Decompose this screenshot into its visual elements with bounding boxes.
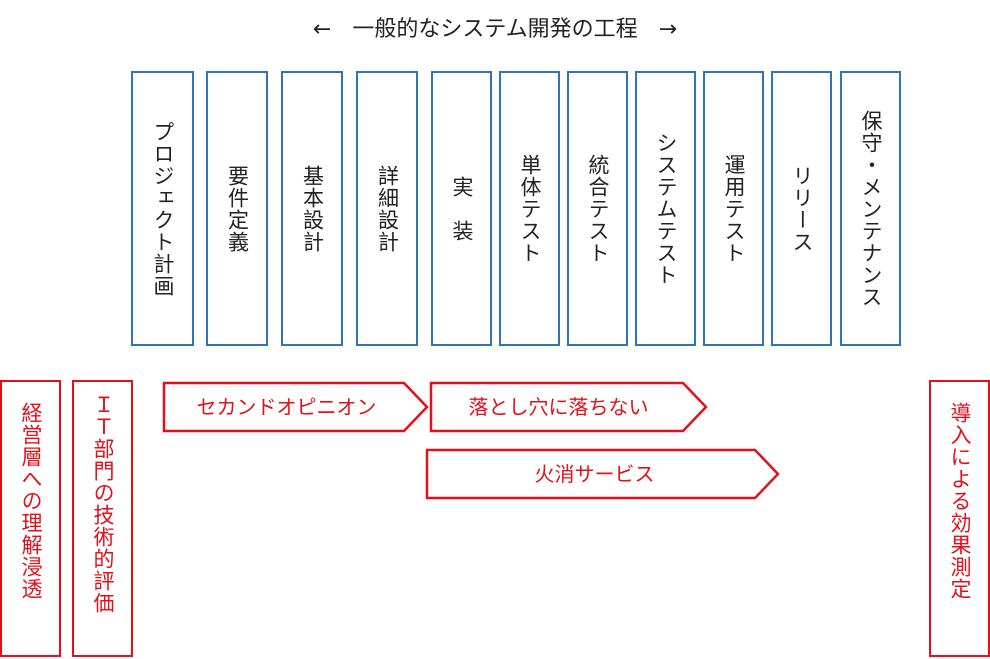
second-opinion-label: セカンドオピニオン — [196, 395, 377, 419]
firefighting-arrow — [425, 448, 780, 500]
phase-basic-design: 基本設計 — [281, 71, 343, 346]
diagram-title: ← 一般的なシステム開発の工程 → — [0, 14, 990, 46]
title-text: 一般的なシステム開発の工程 — [352, 17, 638, 42]
right-arrow-icon: → — [658, 17, 678, 42]
phase-label: 単体テスト — [518, 153, 542, 264]
phase-label: 運用テスト — [722, 153, 746, 264]
service-label: 経営層への理解浸透 — [19, 402, 43, 600]
phase-operation-test: 運用テスト — [703, 71, 764, 346]
phase-label: システムテスト — [654, 131, 678, 286]
phase-system-test: システムテスト — [635, 71, 696, 346]
left-arrow-icon: ← — [312, 17, 332, 42]
phase-maintenance: 保守・メンテナンス — [840, 71, 901, 346]
phase-label: 基本設計 — [300, 164, 325, 253]
phase-unit-test: 単体テスト — [499, 71, 560, 346]
pitfall-label: 落とし穴に落ちない — [468, 395, 649, 419]
phase-implementation: 実 装 — [431, 71, 492, 346]
phase-label: 統合テスト — [586, 153, 610, 264]
second-opinion-arrow — [162, 381, 429, 433]
phase-label: 詳細設計 — [375, 164, 400, 253]
phase-project-planning: プロジェクト計画 — [131, 71, 194, 346]
service-label: ＩＴ部門の技術的評価 — [91, 394, 115, 614]
service-it-technical-evaluation: ＩＴ部門の技術的評価 — [72, 380, 133, 657]
phase-label: 保守・メンテナンス — [859, 109, 883, 308]
phase-label: 実 装 — [450, 175, 474, 242]
phase-label: 要件定義 — [225, 164, 250, 253]
service-label: 導入による効果測定 — [948, 402, 972, 600]
phase-integration-test: 統合テスト — [567, 71, 628, 346]
phase-release: リリース — [771, 71, 832, 346]
service-effect-measurement: 導入による効果測定 — [929, 380, 990, 657]
service-executive-understanding: 経営層への理解浸透 — [0, 380, 61, 657]
phase-label: プロジェクト計画 — [151, 120, 175, 297]
firefighting-label: 火消サービス — [534, 462, 655, 486]
phase-label: リリース — [790, 164, 814, 253]
pitfall-arrow — [429, 381, 708, 433]
phase-detailed-design: 詳細設計 — [356, 71, 418, 346]
phase-requirements: 要件定義 — [206, 71, 268, 346]
